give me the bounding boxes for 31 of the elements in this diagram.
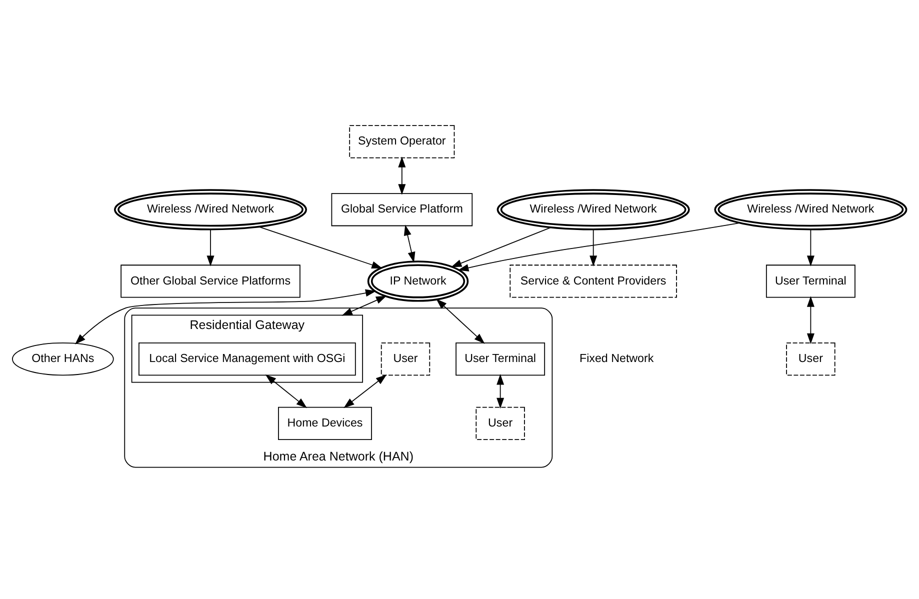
node-box: User Terminal (456, 342, 546, 376)
node-box: Local Service Management with OSGi (138, 342, 356, 376)
node-box: User (786, 342, 836, 376)
node-ellipse: Wireless /Wired Network (496, 188, 690, 230)
label: Fixed Network (579, 352, 654, 365)
node-box: Global Service Platform (331, 192, 473, 226)
node-box: User (380, 342, 430, 376)
node-box: User Terminal (766, 264, 856, 298)
arrow (436, 298, 485, 344)
arrow (806, 228, 814, 266)
node-ellipse: Wireless /Wired Network (114, 188, 308, 230)
node-box: System Operator (349, 124, 455, 158)
node-ellipse: Other HANs (12, 342, 114, 376)
arrow (344, 374, 387, 408)
arrow (265, 374, 308, 408)
arrow (496, 374, 504, 408)
arrow (404, 224, 416, 262)
node-box: User (476, 406, 525, 440)
arrow (206, 228, 214, 266)
arrow (74, 288, 376, 344)
arrow (398, 156, 406, 194)
arrow (458, 222, 740, 271)
node-box: Service & Content Providers (510, 264, 677, 298)
arrow (342, 295, 387, 316)
arrow (450, 226, 552, 267)
arrow (806, 296, 814, 344)
node-box: Other Global Service Platforms (120, 264, 300, 298)
node-box: Home Devices (278, 406, 372, 440)
arrow (590, 228, 598, 266)
arrow (258, 226, 382, 268)
node-ellipse: Wireless /Wired Network (714, 188, 908, 230)
